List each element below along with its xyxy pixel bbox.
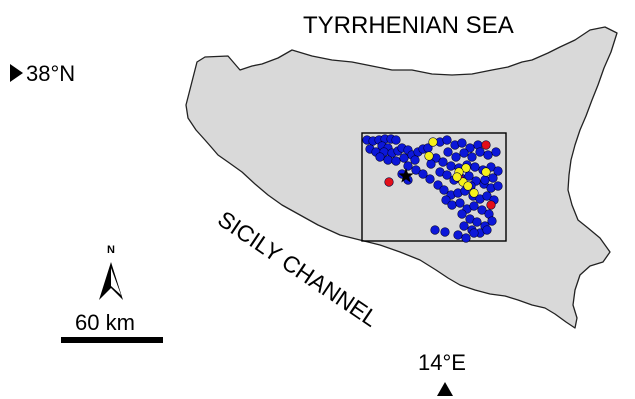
event-point-blue (483, 150, 493, 160)
scale-bar-label: 60 km (75, 310, 135, 335)
sea-label-north: TYRRHENIAN SEA (303, 12, 514, 39)
event-point-blue (451, 152, 461, 162)
event-point-blue (447, 200, 457, 210)
event-point-blue (493, 181, 503, 191)
event-point-blue (441, 195, 451, 205)
event-point-blue (464, 171, 474, 181)
event-point-blue (446, 161, 456, 171)
event-point-blue (465, 143, 475, 153)
event-point-blue (457, 209, 467, 219)
event-point-yellow (481, 167, 491, 177)
seismic-events-layer (362, 134, 503, 243)
event-point-blue (469, 228, 479, 238)
event-point-blue (472, 217, 482, 227)
event-point-blue (461, 233, 471, 243)
event-point-blue (418, 169, 428, 179)
right-triangle-icon (10, 64, 23, 82)
event-point-blue (480, 175, 490, 185)
event-point-blue (375, 152, 385, 162)
event-point-blue (477, 205, 487, 215)
north-letter: N (107, 244, 115, 256)
event-point-blue (399, 153, 409, 163)
north-arrow-highlight (111, 268, 121, 295)
event-point-yellow (463, 181, 473, 191)
event-point-blue (482, 191, 492, 201)
event-point-blue (410, 155, 420, 165)
event-point-yellow (469, 188, 479, 198)
event-point-blue (411, 165, 421, 175)
event-point-blue (469, 201, 479, 211)
event-point-blue (470, 162, 480, 172)
event-point-blue (442, 170, 452, 180)
event-point-blue (440, 227, 450, 237)
up-triangle-icon (437, 382, 453, 396)
event-point-blue (459, 221, 469, 231)
event-point-blue (383, 155, 393, 165)
event-point-blue (467, 152, 477, 162)
event-point-red (384, 177, 394, 187)
event-point-red (486, 200, 496, 210)
scale-bar (61, 337, 163, 343)
event-point-blue (430, 225, 440, 235)
event-point-blue (425, 174, 435, 184)
event-point-blue (455, 198, 465, 208)
event-point-blue (493, 166, 503, 176)
event-point-red (481, 140, 491, 150)
lat-tick-label: 38°N (26, 61, 75, 86)
event-point-yellow (452, 172, 462, 182)
black-star-icon (398, 168, 414, 183)
event-point-blue (453, 230, 463, 240)
event-point-blue (391, 135, 401, 145)
event-point-blue (487, 216, 497, 226)
event-point-blue (491, 147, 501, 157)
lon-tick-label: 14°E (418, 350, 466, 375)
event-point-blue (391, 156, 401, 166)
study-area-box (361, 132, 507, 242)
event-point-yellow (424, 151, 434, 161)
event-point-blue (439, 185, 449, 195)
event-point-blue (475, 147, 485, 157)
event-point-blue (433, 180, 443, 190)
event-point-blue (443, 147, 453, 157)
event-point-blue (442, 135, 452, 145)
event-point-blue (438, 157, 448, 167)
event-point-blue (488, 173, 498, 183)
event-point-blue (459, 148, 469, 158)
event-point-blue (403, 161, 413, 171)
event-point-yellow (428, 137, 438, 147)
event-point-yellow (461, 163, 471, 173)
event-point-blue (426, 159, 436, 169)
event-point-blue (482, 225, 492, 235)
event-point-blue (457, 138, 467, 148)
